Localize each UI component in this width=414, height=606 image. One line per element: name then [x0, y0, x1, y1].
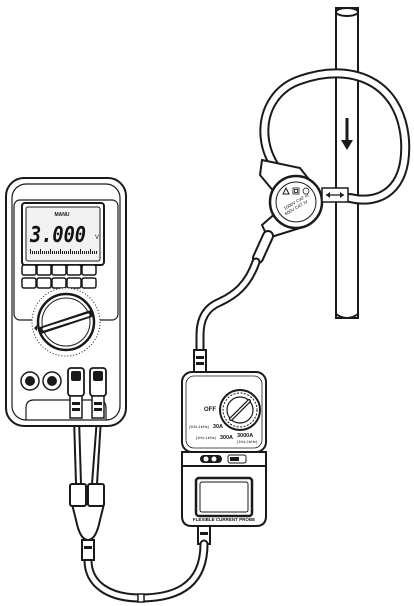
- lcd-unit: V: [95, 235, 99, 241]
- bargraph-tick: [34, 251, 35, 254]
- jack-volt[interactable]: [90, 368, 106, 418]
- function-button-7[interactable]: [37, 278, 51, 288]
- probe-range-30-label: 30A: [213, 424, 223, 430]
- conductor-pipe: [336, 8, 358, 318]
- bargraph-tick: [52, 251, 53, 254]
- bargraph-tick: [94, 251, 95, 254]
- output-cable: [88, 526, 210, 602]
- function-button-4[interactable]: [67, 265, 81, 275]
- probe-range-3000-note: (1Hz-1kHz): [237, 439, 258, 444]
- test-leads: [74, 418, 101, 484]
- bargraph-tick: [48, 251, 49, 254]
- bargraph-tick: [36, 251, 37, 254]
- bargraph-tick: [72, 251, 73, 254]
- rotary-dial[interactable]: [32, 288, 100, 356]
- bargraph-tick: [64, 251, 65, 254]
- bargraph-tick: [86, 251, 87, 254]
- coil-cable: [194, 236, 268, 372]
- coil-clamp-head: 1000V CAT III 600V CAT IV: [260, 160, 348, 238]
- function-button-1[interactable]: [22, 265, 36, 275]
- function-button-2[interactable]: [37, 265, 51, 275]
- bargraph-tick: [58, 251, 59, 254]
- function-button-6[interactable]: [22, 278, 36, 288]
- bargraph-tick: [32, 251, 33, 254]
- bargraph-tick: [84, 251, 85, 254]
- function-button-3[interactable]: [52, 265, 66, 275]
- bargraph-tick: [88, 251, 89, 254]
- probe-off-label: OFF: [204, 407, 216, 413]
- clamp-direction-arrows-icon: [322, 188, 348, 202]
- bargraph-tick: [66, 251, 67, 254]
- probe-lower-body: FLEXIBLE CURRENT PROBE: [182, 466, 266, 526]
- bargraph-tick: [90, 249, 91, 254]
- bargraph-tick: [62, 251, 63, 254]
- probe-range-300-label: 300A: [220, 435, 233, 441]
- bargraph-tick: [40, 249, 41, 254]
- bargraph-tick: [92, 251, 93, 254]
- function-button-5[interactable]: [82, 265, 96, 275]
- bargraph-tick: [76, 251, 77, 254]
- function-button-10[interactable]: [82, 278, 96, 288]
- bargraph-tick: [74, 251, 75, 254]
- lcd-reading: 3.000: [29, 223, 86, 248]
- bargraph-tick: [44, 251, 45, 254]
- bargraph-tick: [50, 249, 51, 254]
- banana-plug-adapter: [70, 484, 104, 560]
- bargraph-tick: [56, 251, 57, 254]
- bargraph-tick: [70, 249, 71, 254]
- current-probe-box: OFF (1Hz-1kHz) 30A (1Hz-1kHz) 300A 3000A…: [182, 372, 266, 452]
- bargraph-tick: [38, 251, 39, 254]
- bargraph-tick: [80, 249, 81, 254]
- probe-model-label: FLEXIBLE CURRENT PROBE: [193, 517, 255, 522]
- bargraph-tick: [30, 249, 31, 254]
- function-button-9[interactable]: [67, 278, 81, 288]
- bargraph-tick: [46, 251, 47, 254]
- range-selector-knob[interactable]: [220, 390, 260, 430]
- bargraph-tick: [82, 251, 83, 254]
- probe-range-300-note: (1Hz-1kHz): [196, 435, 217, 440]
- bargraph-tick: [60, 249, 61, 254]
- probe-indicator-strip: [182, 452, 266, 466]
- function-button-8[interactable]: [52, 278, 66, 288]
- lcd-mode-label: MANU: [55, 212, 70, 218]
- probe-range-30-note: (1Hz-1kHz): [189, 424, 210, 429]
- bargraph-tick: [96, 251, 97, 254]
- bargraph-tick: [78, 251, 79, 254]
- bargraph-tick: [68, 251, 69, 254]
- bargraph-tick: [54, 251, 55, 254]
- jack-com[interactable]: [68, 368, 84, 418]
- bargraph-tick: [42, 251, 43, 254]
- lcd-display: MANU 3.000 V: [22, 203, 104, 265]
